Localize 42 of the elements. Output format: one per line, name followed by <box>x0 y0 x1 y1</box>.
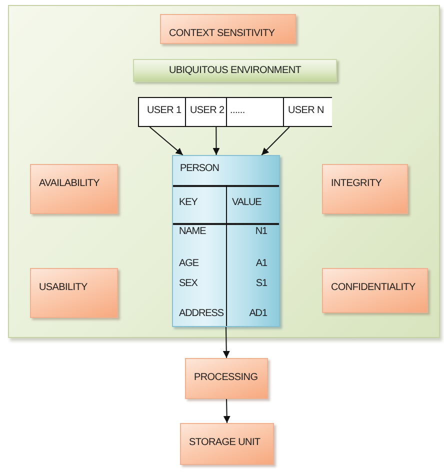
box-label: STORAGE UNIT <box>189 437 260 448</box>
attribute-box <box>30 164 118 214</box>
field-value: S1 <box>256 278 267 290</box>
user-label: USER 1 <box>147 104 182 116</box>
storage-box <box>180 423 274 465</box>
field-value: N1 <box>255 226 267 238</box>
environment-panel <box>8 5 440 338</box>
box-label: AVAILABILITY <box>39 178 100 189</box>
user-cell <box>185 97 226 127</box>
arrow <box>222 326 230 358</box>
arrow <box>261 126 290 156</box>
user-cell <box>226 97 283 127</box>
box-label: USABILITY <box>39 282 88 293</box>
arrow <box>223 398 230 424</box>
box-label: CONFIDENTIALITY <box>331 282 416 293</box>
context-box <box>160 14 296 44</box>
arrow <box>149 126 184 156</box>
entity-table <box>172 155 280 327</box>
user-cell <box>138 97 185 127</box>
attribute-box <box>30 268 118 318</box>
user-cell <box>283 97 332 127</box>
box-label: INTEGRITY <box>331 178 382 189</box>
banner-label: UBIQUITOUS ENVIRONMENT <box>168 64 302 76</box>
field-value: AD1 <box>249 308 267 320</box>
process-box <box>185 358 268 399</box>
field-name: ADDRESS <box>179 308 224 320</box>
user-label: USER N <box>288 104 324 116</box>
attribute-box <box>322 268 428 313</box>
environment-banner <box>133 59 337 82</box>
box-label: CONTEXT SENSITIVITY <box>169 28 275 39</box>
user-label: ...... <box>230 104 245 116</box>
column-heading: KEY <box>179 197 198 209</box>
arrow <box>212 126 220 156</box>
field-name: NAME <box>179 226 206 238</box>
field-value: A1 <box>256 258 267 270</box>
box-label: PROCESSING <box>194 372 258 383</box>
attribute-box <box>322 164 408 214</box>
field-name: AGE <box>179 258 198 270</box>
column-heading: VALUE <box>232 197 262 209</box>
user-label: USER 2 <box>190 104 224 116</box>
table-title: PERSON <box>180 163 219 175</box>
field-name: SEX <box>179 278 198 290</box>
